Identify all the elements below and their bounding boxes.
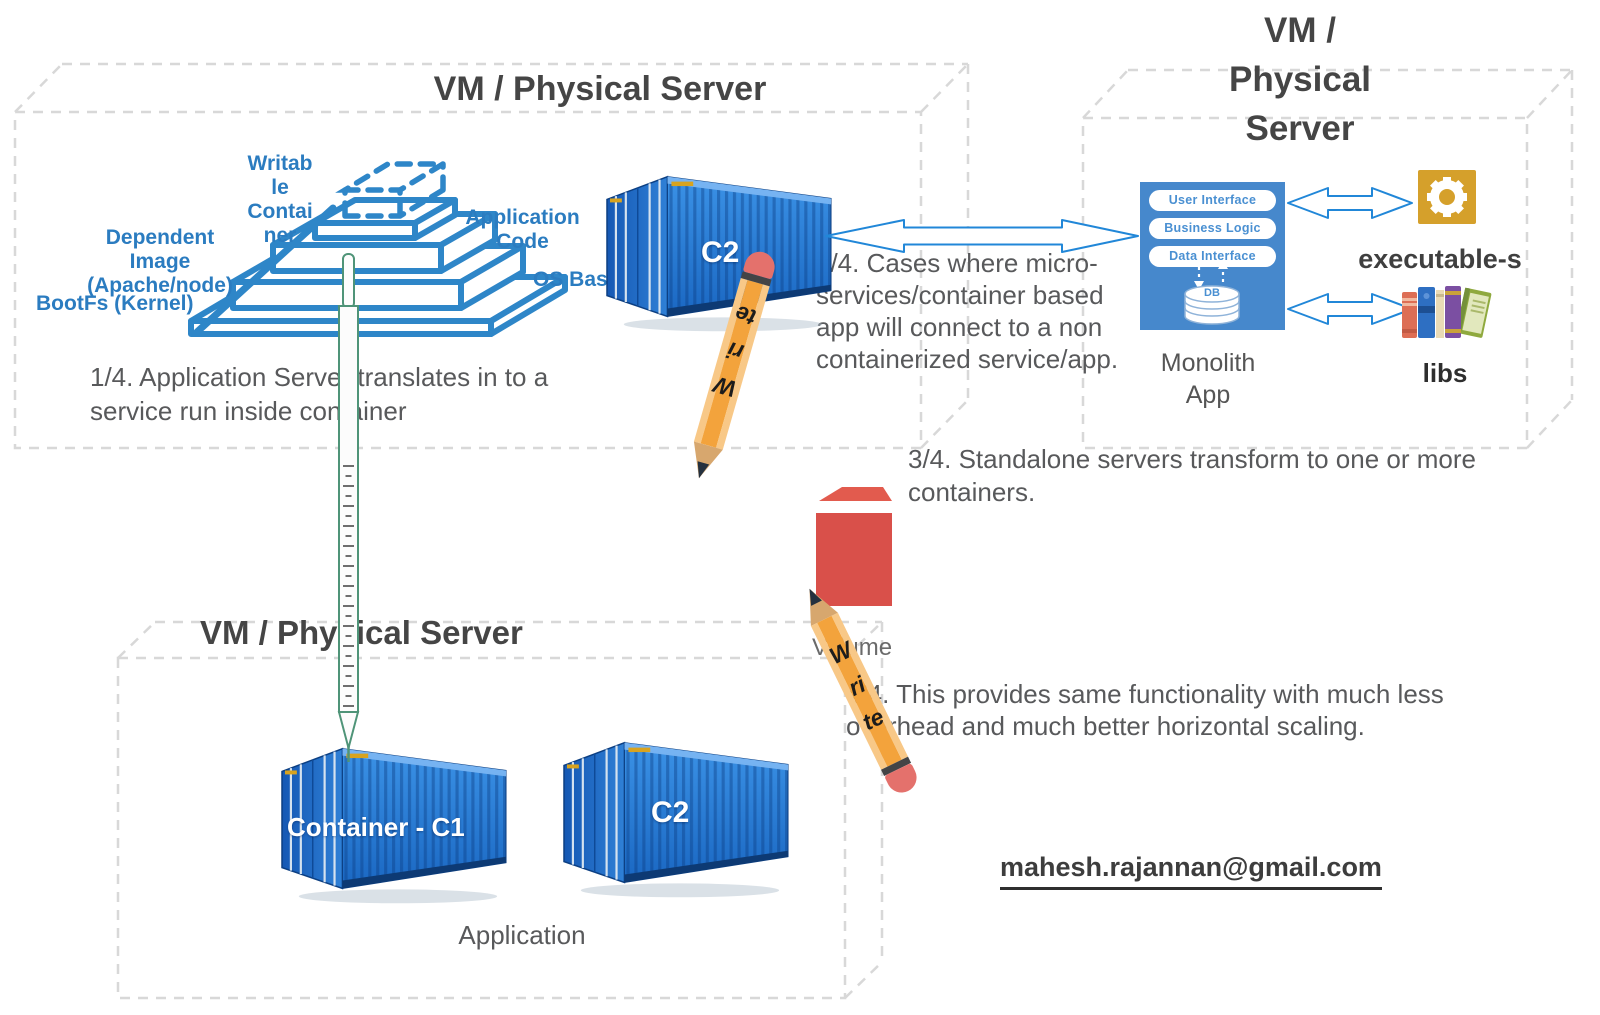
writable-container-wireframe	[335, 161, 453, 219]
bootfs-label: BootFs (Kernel)	[36, 292, 194, 315]
step-3-text: 3/4. Standalone servers transform to one…	[908, 444, 1476, 507]
container-graphic	[606, 175, 832, 332]
business-logic-pill: Business Logic	[1149, 218, 1276, 239]
container-c2-top: C2	[606, 166, 834, 336]
step-1-text: 1/4. Application Server translates in to…	[90, 362, 549, 426]
container-graphic	[281, 747, 507, 904]
books-icon	[1402, 286, 1492, 338]
executables-caption: executable-s	[1358, 244, 1522, 274]
container-label: C2	[701, 236, 740, 269]
bidirectional-arrow-libs	[1287, 293, 1413, 325]
vm-server-title-top-right: VM / Physical Server	[1228, 11, 1372, 148]
application-code-label: Application Code	[465, 206, 580, 253]
user-interface-pill: User Interface	[1149, 190, 1276, 211]
vm-server-title-top-left: VM / Physical Server	[433, 70, 767, 108]
container-c2-bottom: C2	[563, 732, 791, 902]
monolith-app-box: User Interface Business Logic Data Inter…	[1140, 182, 1285, 330]
volume-icon	[816, 487, 892, 606]
step-4-text: 4/4. This provides same functionality wi…	[846, 679, 1444, 741]
db-label: DB	[1204, 287, 1220, 299]
container-c1: Container - C1	[281, 738, 509, 908]
container-label: C2	[651, 796, 690, 829]
dependent-image-label: Dependent Image (Apache/node)	[87, 226, 233, 297]
db-dotted-arrows-icon	[1194, 260, 1228, 290]
pipette-icon	[337, 253, 360, 762]
bidirectional-arrow-main	[825, 219, 1139, 253]
vm-server-title-bottom: VM / Physical Server	[200, 614, 523, 651]
container-graphic	[563, 741, 789, 898]
image-layers-pyramid	[188, 161, 568, 337]
libs-caption: libs	[1422, 358, 1468, 388]
container-label: Container - C1	[287, 812, 465, 842]
gear-icon	[1418, 170, 1476, 224]
db-cylinder-icon	[1184, 285, 1240, 325]
writable-container-label: Writab le Contai ner	[247, 152, 313, 247]
contact-email: mahesh.rajannan@gmail.com	[1000, 852, 1382, 890]
bidirectional-arrow-executables	[1287, 187, 1413, 219]
data-interface-pill: Data Interface	[1149, 246, 1276, 267]
step-2-text: 2/4. Cases where micro-services/containe…	[816, 248, 1119, 374]
application-label: Application	[458, 920, 586, 950]
